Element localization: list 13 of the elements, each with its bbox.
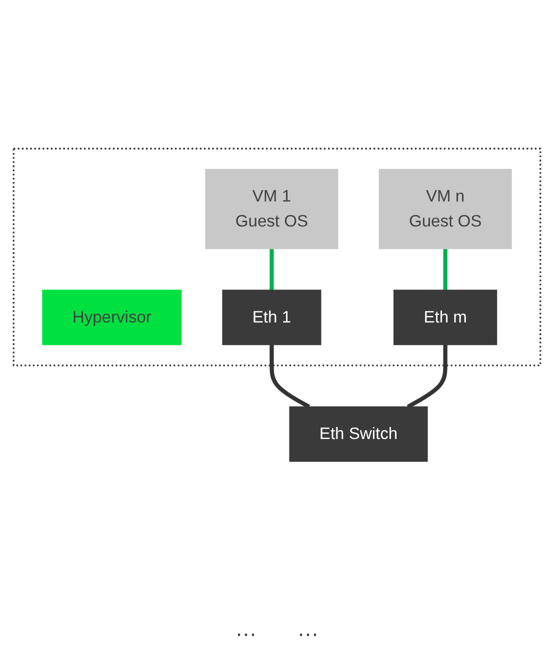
cluster (12, 148, 542, 366)
connector (443, 248, 448, 290)
ellipsis-label: … (297, 616, 319, 642)
node-box: Eth 1 (222, 290, 322, 346)
node-box: Eth m (394, 290, 498, 346)
node-box: VM n Guest OS (378, 168, 512, 250)
connector (270, 344, 310, 409)
connector (270, 248, 274, 290)
connector (406, 344, 448, 409)
node-box: Hypervisor (42, 290, 182, 346)
node-box: VM 1 Guest OS (205, 168, 338, 250)
node-box: Eth Switch (289, 406, 428, 462)
ellipsis-label: … (235, 616, 257, 642)
